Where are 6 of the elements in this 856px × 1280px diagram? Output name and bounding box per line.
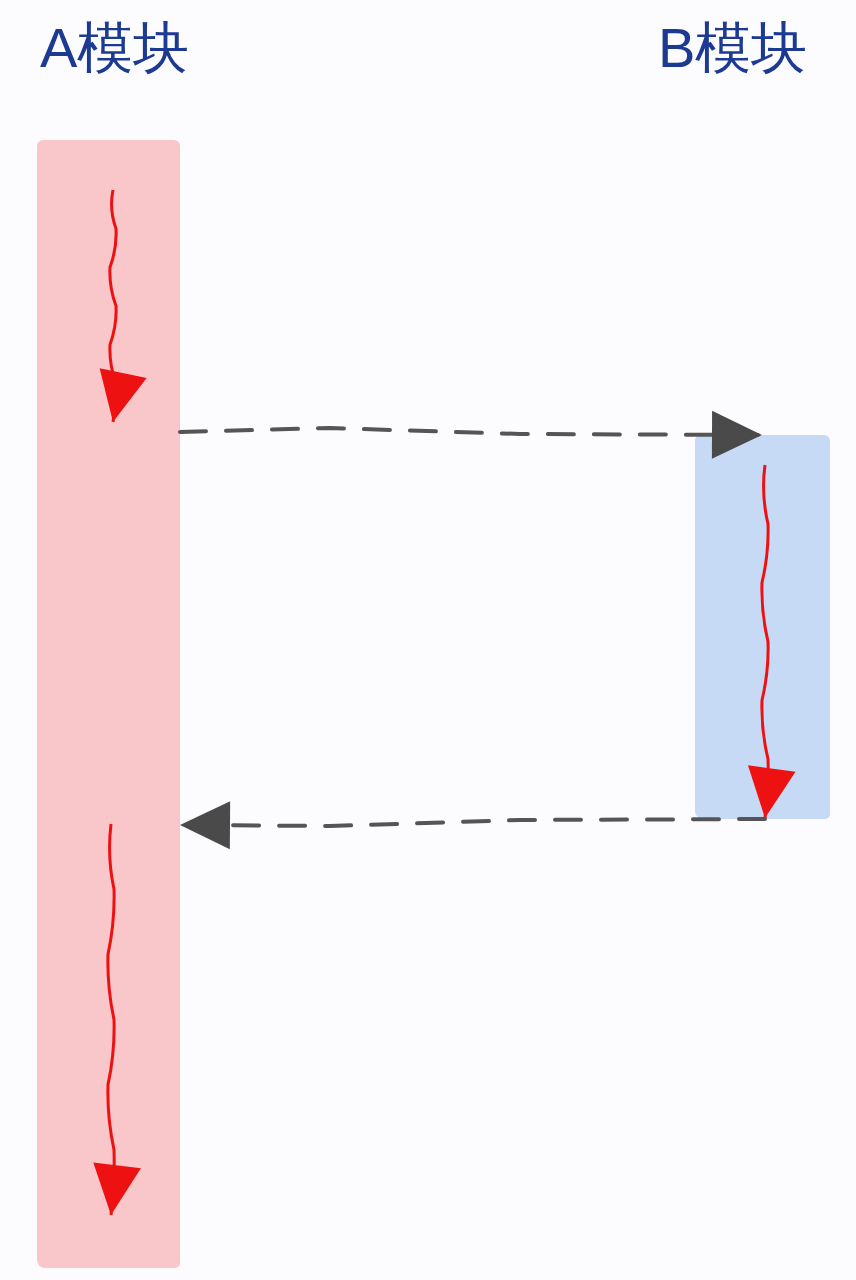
arrow: [178, 801, 767, 850]
arrow: [178, 410, 764, 459]
module-title: B模块: [658, 20, 808, 76]
activation-bar: [695, 435, 830, 819]
module-title: A模块: [40, 20, 190, 76]
activation-bar: [37, 140, 180, 1268]
